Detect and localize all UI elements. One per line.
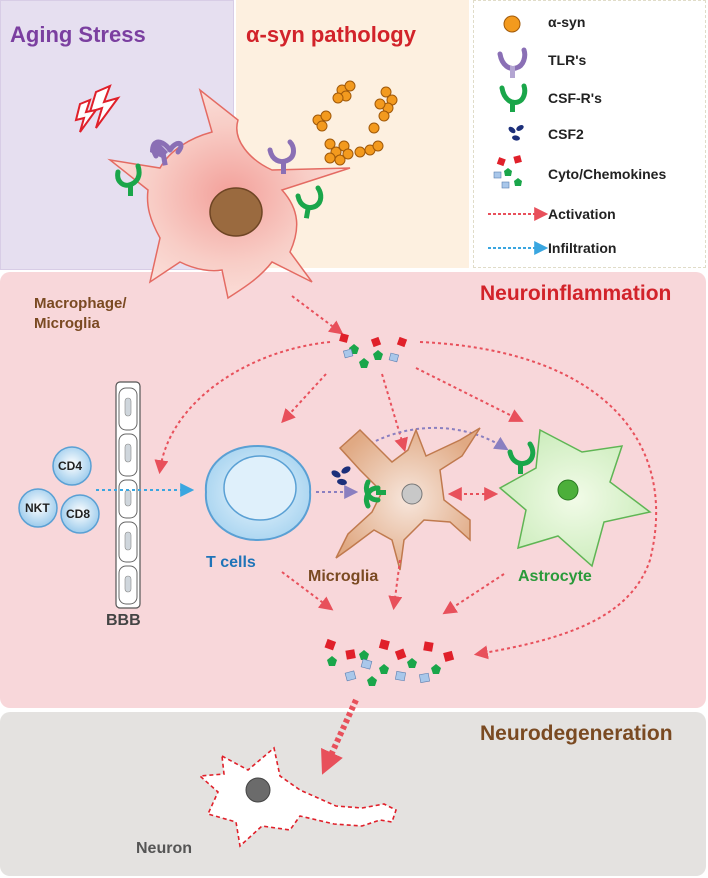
- csfr-receptor-icon: [363, 479, 386, 509]
- cd4-cell: [52, 446, 92, 486]
- asyn-pathology-title: α-syn pathology: [246, 22, 416, 47]
- neuron-cell: [198, 746, 397, 848]
- activation-arrow: [381, 373, 408, 453]
- activation-arrow-large: [321, 698, 359, 775]
- activation-arrow: [388, 559, 403, 611]
- legend-label-tlr: TLR's: [548, 52, 587, 68]
- lightning-icon: [74, 84, 121, 133]
- activation-arrow: [291, 295, 344, 335]
- astrocyte-cell: [498, 428, 652, 568]
- cytokine-cluster-bottom: [324, 638, 455, 686]
- asyn-aggregates: [312, 80, 398, 166]
- csfr-receptor-icon: [295, 185, 324, 219]
- activation-arrow: [281, 373, 327, 424]
- legend-label-csf2: CSF2: [548, 126, 584, 142]
- macrophage-nucleus: [209, 187, 263, 237]
- asyn-icon: [503, 15, 521, 33]
- bbb-label: BBB: [106, 612, 141, 629]
- microglia-label: Microglia: [308, 568, 379, 585]
- activation-arrow: [154, 341, 331, 475]
- csf2-icon: [508, 125, 524, 141]
- neuron-label: Neuron: [136, 840, 192, 857]
- legend-label-infiltration: Infiltration: [548, 240, 617, 256]
- t-cell: [204, 444, 312, 542]
- neurodegeneration-title: Neurodegeneration: [480, 722, 673, 745]
- tlr-icon: [497, 47, 528, 78]
- activation-arrow: [419, 341, 658, 660]
- cd8-cell: [60, 494, 100, 534]
- csf2-molecules: [331, 466, 351, 486]
- legend-label-activation: Activation: [548, 206, 616, 222]
- legend-label-cytokines: Cyto/Chemokines: [548, 166, 667, 182]
- neurodegeneration-panel: [0, 712, 706, 876]
- bbb-barrier: [115, 381, 141, 609]
- csf2-arrow: [349, 427, 509, 457]
- t-cells-label: T cells: [206, 554, 256, 571]
- aging-stress-title: Aging Stress: [10, 22, 146, 47]
- cd4-label: CD4: [58, 459, 83, 473]
- activation-arrow: [442, 573, 505, 615]
- cd8-label: CD8: [66, 507, 91, 521]
- tlr-receptor-icon: [267, 139, 296, 174]
- activation-arrow: [415, 367, 524, 422]
- csfr-icon: [499, 83, 528, 112]
- astrocyte-label: Astrocyte: [518, 568, 592, 585]
- microglia-cell: [335, 427, 481, 571]
- activation-arrow: [281, 571, 334, 611]
- csfr-receptor-icon: [115, 163, 142, 196]
- csfr-receptor-icon: [507, 441, 536, 474]
- macrophage-label: Macrophage/ Microglia: [34, 295, 127, 332]
- tlr-receptor-icon: [150, 139, 184, 166]
- nkt-label: NKT: [25, 501, 50, 515]
- cytokine-icon: [493, 155, 522, 189]
- neuroinflammation-title: Neuroinflammation: [480, 282, 672, 305]
- cytokine-cluster-top: [339, 333, 408, 368]
- legend-label-csfr: CSF-R's: [548, 90, 602, 106]
- legend-label-asyn: α-syn: [548, 14, 586, 30]
- legend-panel: [473, 0, 706, 268]
- nkt-cell: [18, 488, 58, 528]
